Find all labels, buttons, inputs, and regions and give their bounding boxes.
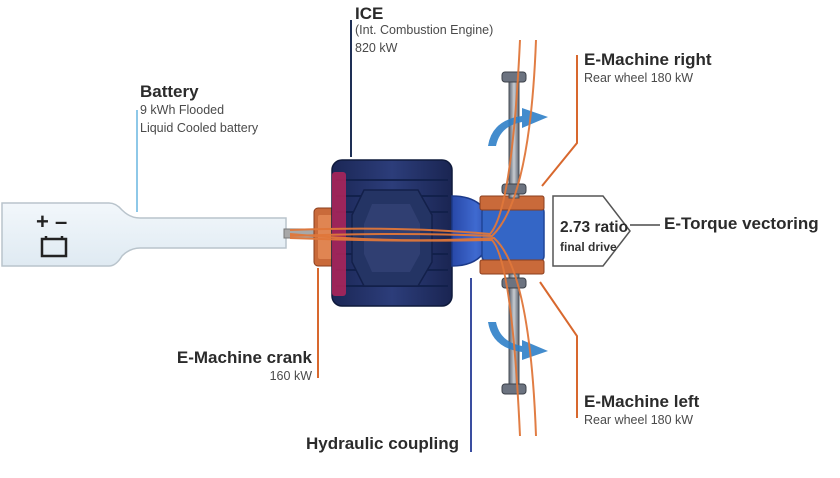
emachine-left-title: E-Machine left — [584, 392, 700, 411]
battery-icon — [40, 236, 68, 258]
battery-plus-minus: + – — [36, 209, 68, 234]
battery-cooling: Liquid Cooled battery — [140, 121, 259, 135]
emachine-left-leader-line — [539, 281, 578, 418]
hydraulic-coupling-label: Hydraulic coupling — [306, 434, 460, 453]
battery-title: Battery — [140, 82, 199, 101]
rotation-arrow-bottom — [488, 322, 548, 360]
emachine-right-leader-line — [541, 55, 578, 187]
ice-power: 820 kW — [355, 41, 398, 55]
ice-subtitle: (Int. Combustion Engine) — [355, 23, 494, 37]
battery-body — [1, 202, 287, 267]
final-drive-box — [552, 195, 631, 267]
axle-lower — [508, 273, 520, 391]
rotation-arrow-top — [488, 108, 548, 146]
emachine-right-title: E-Machine right — [584, 50, 712, 69]
emachine-left-power: Rear wheel 180 kW — [584, 413, 694, 427]
energy-flow — [289, 39, 537, 437]
emachine-crank-power: 160 kW — [269, 369, 312, 383]
emachine-right-power: Rear wheel 180 kW — [584, 71, 694, 85]
final-drive-ratio: 2.73 ratio — [560, 219, 629, 236]
etorque-vectoring-label: E-Torque vectoring — [664, 214, 819, 233]
ice-title: ICE — [355, 4, 384, 23]
final-drive-label: final drive — [560, 240, 617, 254]
emachine-crank-title: E-Machine crank — [176, 348, 312, 367]
battery-capacity: 9 kWh Flooded — [140, 103, 225, 117]
